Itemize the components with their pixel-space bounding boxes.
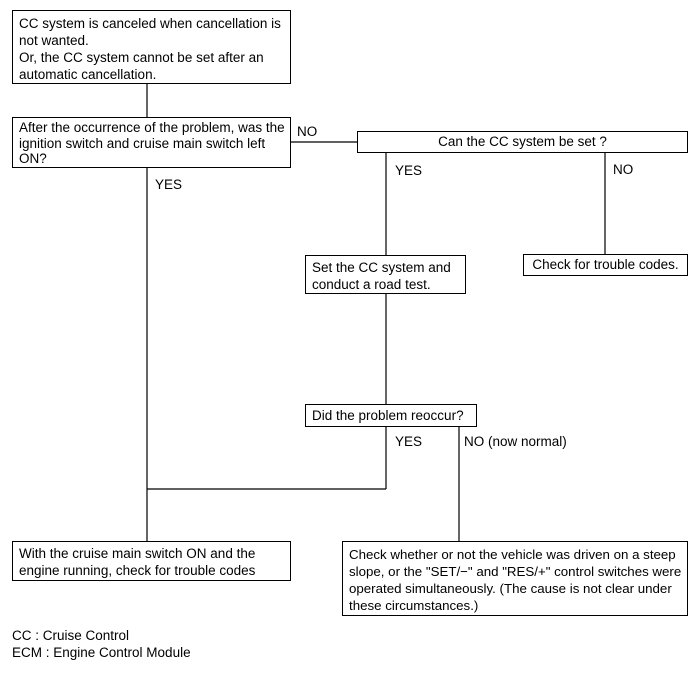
check-codes-engine-line: engine running, check for trouble codes (19, 563, 256, 578)
legend-entry: CC : Cruise Control (12, 628, 130, 643)
check-codes-engine-line: With the cruise main switch ON and the (19, 546, 256, 561)
legend: CC : Cruise Control ECM : Engine Control… (12, 627, 191, 661)
start-line: Or, the CC system cannot be set after an (19, 50, 264, 65)
switch-no-label: NO (297, 124, 318, 139)
check-slope-box: Check whether or not the vehicle was dri… (342, 541, 688, 616)
switch-question-box: After the occurrence of the problem, was… (12, 117, 291, 168)
start-line: automatic cancellation. (19, 67, 157, 82)
check-slope-line: these circumstances.) (349, 598, 479, 613)
can-set-yes-label: YES (395, 163, 423, 178)
set-and-test-box: Set the CC system and conduct a road tes… (305, 255, 466, 294)
check-slope-line: Check whether or not the vehicle was dri… (349, 547, 676, 562)
start-line: not wanted. (19, 33, 89, 48)
set-and-test-line: Set the CC system and (312, 260, 451, 275)
legend-entry: ECM : Engine Control Module (12, 645, 191, 660)
can-set-question-box: Can the CC system be set ? (357, 131, 688, 153)
start-box: CC system is canceled when cancellation … (12, 10, 291, 84)
reoccur-yes-label: YES (395, 434, 423, 449)
check-codes-text: Check for trouble codes. (532, 257, 679, 272)
can-set-question-text: Can the CC system be set ? (438, 134, 607, 149)
reoccur-question-box: Did the problem reoccur? (305, 404, 477, 427)
set-and-test-line: conduct a road test. (312, 277, 431, 292)
reoccur-no-label: NO (now normal) (464, 434, 567, 449)
switch-question-line: After the occurrence of the problem, was… (19, 120, 285, 135)
switch-question-line: ignition switch and cruise main switch l… (19, 135, 266, 151)
check-codes-engine-box: With the cruise main switch ON and the e… (12, 541, 291, 581)
check-slope-line: slope, or the "SET/−" and "RES/+" contro… (349, 564, 682, 579)
can-set-no-label: NO (613, 162, 634, 177)
check-slope-line: operated simultaneously. (The cause is n… (349, 581, 672, 596)
check-codes-box: Check for trouble codes. (523, 254, 688, 276)
reoccur-question-text: Did the problem reoccur? (312, 408, 464, 423)
switch-question-line: ON? (19, 151, 47, 166)
start-line: CC system is canceled when cancellation … (19, 16, 281, 31)
switch-yes-label: YES (155, 177, 183, 192)
